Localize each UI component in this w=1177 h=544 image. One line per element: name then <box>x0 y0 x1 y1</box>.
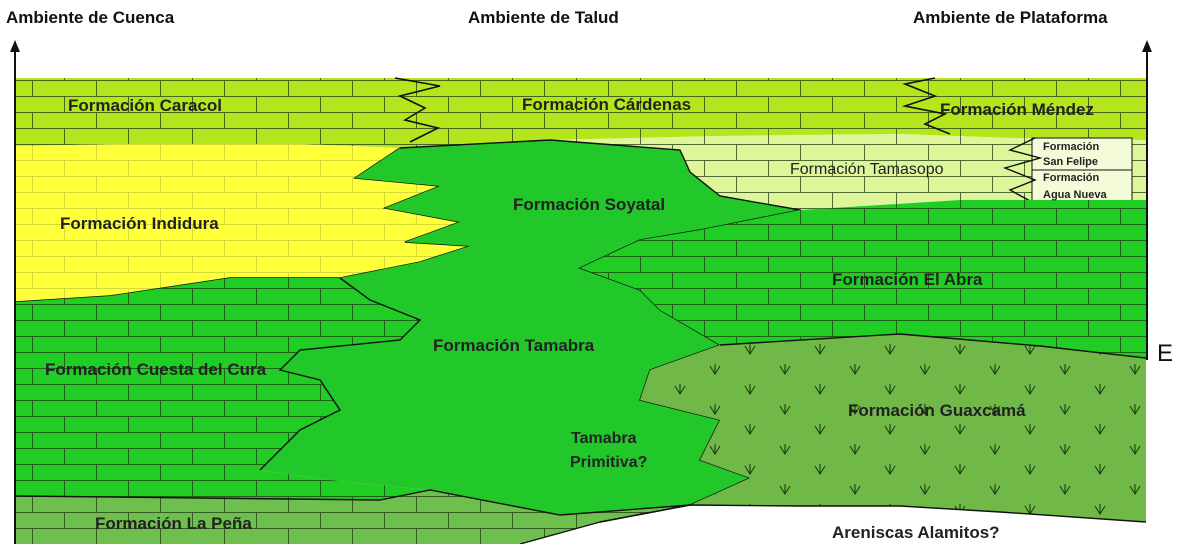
label-guaxcama: Formación Guaxcamá <box>848 401 1026 420</box>
unit-guaxcama <box>640 333 1147 522</box>
label-tamabra-primitiva-2: Primitiva? <box>570 454 647 471</box>
header-ambiente-talud: Ambiente de Talud <box>468 8 619 27</box>
label-san-felipe-1: Formación <box>1043 141 1100 153</box>
label-tamabra-primitiva-1: Tamabra <box>571 430 637 447</box>
label-agua-nueva-1: Formación <box>1043 172 1100 184</box>
label-agua-nueva-2: Agua Nueva <box>1043 189 1107 201</box>
unit-la-pena <box>15 489 691 544</box>
label-tamabra: Formación Tamabra <box>433 336 595 355</box>
header-ambiente-plataforma: Ambiente de Plataforma <box>913 8 1108 27</box>
label-cardenas: Formación Cárdenas <box>522 95 691 114</box>
label-soyatal: Formación Soyatal <box>513 195 665 214</box>
label-tamasopo: Formación Tamasopo <box>790 161 944 178</box>
label-san-felipe-2: San Felipe <box>1043 156 1098 168</box>
unit-indidura <box>15 144 471 303</box>
label-alamitos: Areniscas Alamitos? <box>832 523 1000 542</box>
label-el-abra: Formación El Abra <box>832 270 983 289</box>
label-la-pena: Formación La Peña <box>95 514 252 533</box>
label-caracol: Formación Caracol <box>68 96 222 115</box>
header-ambiente-cuenca: Ambiente de Cuenca <box>6 8 175 27</box>
unit-top-band <box>16 78 1146 148</box>
side-letter-e: E <box>1157 340 1174 367</box>
label-cuesta-del-cura: Formación Cuesta del Cura <box>45 360 267 379</box>
boundary-cardenas-mendez <box>901 77 951 135</box>
boundary-caracol-cardenas <box>394 77 441 143</box>
label-indidura: Formación Indidura <box>60 214 219 233</box>
unit-el-abra <box>580 200 1146 358</box>
label-mendez: Formación Méndez <box>940 100 1094 119</box>
unit-alamitos-boundary <box>599 504 1147 523</box>
unit-cuesta-del-cura <box>16 277 430 500</box>
axis-left <box>10 40 20 544</box>
unit-tamasopo <box>550 134 1146 210</box>
axis-right <box>1142 40 1152 360</box>
